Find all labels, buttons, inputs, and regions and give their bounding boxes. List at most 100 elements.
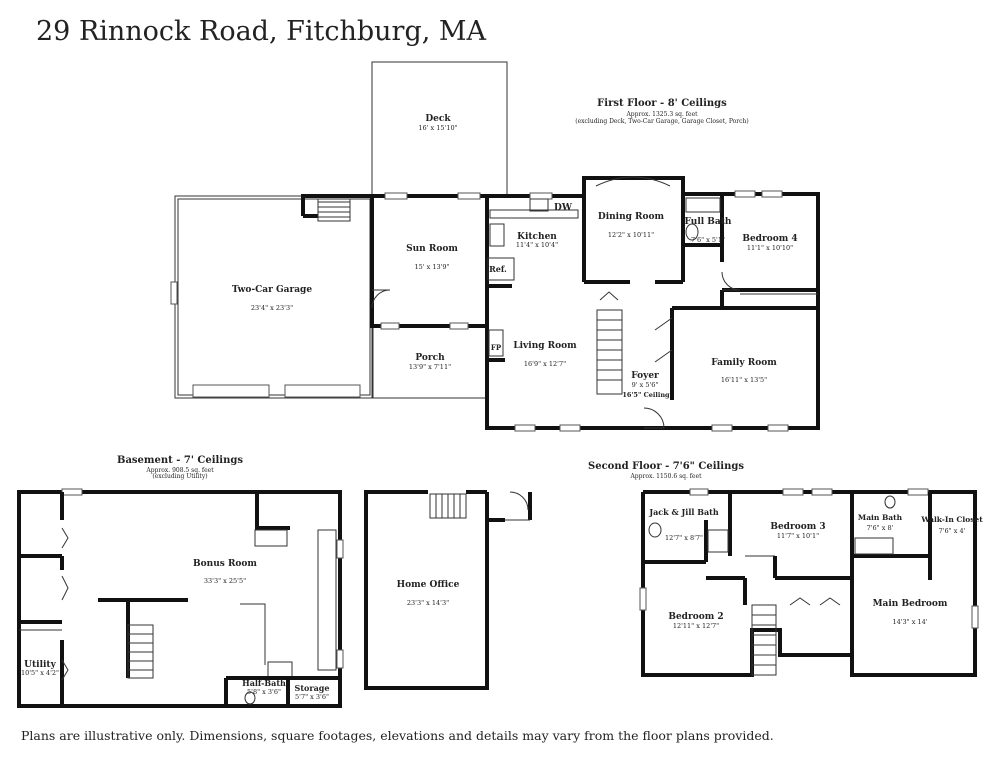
garage-door-right xyxy=(284,384,361,398)
dining-dims: 12'2" x 10'11" xyxy=(608,231,654,239)
fireplace xyxy=(488,329,504,357)
closet-doors xyxy=(789,597,841,606)
counter-right xyxy=(317,529,337,671)
foyer-name: Foyer xyxy=(631,371,659,381)
jack-jill-name: Jack & Jill Bath xyxy=(648,507,719,517)
home-office-walls xyxy=(364,490,505,690)
sf-window-3 xyxy=(811,488,833,496)
foyer-dims: 9' x 5'6" xyxy=(632,381,659,389)
bedroom4-name: Bedroom 4 xyxy=(742,234,797,244)
bonus-name: Bonus Room xyxy=(193,559,257,569)
garage-stairs xyxy=(317,198,351,222)
fp-label: FP xyxy=(491,343,502,352)
garage-inner-outline xyxy=(177,198,371,396)
deck-dims: 16' x 15'10" xyxy=(418,124,457,132)
basement-window-2 xyxy=(336,539,344,559)
first-floor-excluding: (excluding Deck, Two-Car Garage, Garage … xyxy=(575,118,748,125)
sf-window-5 xyxy=(639,587,647,611)
half-bath-name: Half-Bath xyxy=(242,678,286,688)
dining-bay-arc xyxy=(595,176,671,187)
garage-name: Two-Car Garage xyxy=(232,285,312,295)
walk-in-name: Walk-In Closet xyxy=(920,515,983,524)
first-floor-plan: First Floor - 8' Ceilings Approx. 1325.3… xyxy=(170,61,820,432)
garage-door-left xyxy=(192,384,270,398)
basement-stairs xyxy=(127,624,154,679)
sun-room-door xyxy=(371,289,391,309)
main-window-5 xyxy=(559,424,581,432)
sf-window-1 xyxy=(689,488,709,496)
toilet xyxy=(685,223,699,241)
walk-in-dims: 7'6" x 4' xyxy=(939,527,966,535)
sun-room-name: Sun Room xyxy=(406,244,458,254)
main-window-3 xyxy=(761,190,783,198)
stove xyxy=(489,223,505,247)
tub xyxy=(685,197,721,213)
storage-name: Storage xyxy=(295,683,330,693)
main-bath-dims: 7'6" x 8' xyxy=(867,524,894,532)
sun-room-window-1 xyxy=(384,192,408,200)
home-office-dims: 23'3" x 14'3" xyxy=(407,599,449,607)
bedroom2-name: Bedroom 2 xyxy=(668,612,723,622)
living-name: Living Room xyxy=(513,341,577,351)
porch-name: Porch xyxy=(415,353,445,363)
main-window-6 xyxy=(711,424,733,432)
family-room-door xyxy=(654,317,673,363)
dw-label: DW xyxy=(554,203,573,213)
basement-approx: Approx. 908.5 sq. feet xyxy=(145,467,214,474)
second-floor-heading: Second Floor - 7'6" Ceilings xyxy=(588,461,744,472)
sun-room-window-4 xyxy=(449,322,469,330)
second-floor-approx: Approx. 1150.6 sq. feet xyxy=(629,473,702,480)
kitchen-sink xyxy=(529,198,549,212)
home-office-door xyxy=(505,491,530,521)
foyer-ceiling-note: 16'5" Ceiling xyxy=(622,391,670,399)
storage-dims: 5'7" x 3'6" xyxy=(295,693,329,701)
home-office-name: Home Office xyxy=(397,580,460,590)
front-door xyxy=(643,407,665,429)
full-bath-name: Full Bath xyxy=(685,217,732,227)
bonus-dims: 33'3" x 25'5" xyxy=(204,577,246,585)
garage-dims: 23'4" x 23'3" xyxy=(251,304,293,312)
sun-room-dims: 15' x 13'9" xyxy=(414,263,449,271)
kitchen-name: Kitchen xyxy=(517,232,557,242)
living-dims: 16'9" x 12'7" xyxy=(524,360,566,368)
sf-window-6 xyxy=(971,605,979,629)
main-window-2 xyxy=(734,190,756,198)
main-window-4 xyxy=(514,424,536,432)
bedroom4-door xyxy=(721,271,741,291)
family-name: Family Room xyxy=(711,358,777,368)
porch-dims: 13'9" x 7'11" xyxy=(409,363,451,371)
utility-dims: 10'5" x 4'2" xyxy=(21,669,59,677)
sf-window-4 xyxy=(907,488,929,496)
basement-toilet xyxy=(244,691,256,705)
main-window-7 xyxy=(767,424,789,432)
main-stairs xyxy=(596,291,623,395)
garage-closet-wall xyxy=(301,194,372,216)
jack-jill-dims: 12'7" x 8'7" xyxy=(665,534,703,542)
jj-tub xyxy=(707,529,729,553)
kitchen-counter xyxy=(489,209,579,219)
closet-door-3 xyxy=(61,659,69,681)
basement-plan: Basement - 7' Ceilings Approx. 908.5 sq.… xyxy=(17,455,532,708)
sun-room-walls xyxy=(370,194,489,328)
dining-name: Dining Room xyxy=(598,212,665,222)
second-floor-plan: Second Floor - 7'6" Ceilings Approx. 115… xyxy=(588,461,983,677)
bedroom3-dims: 11'7" x 10'1" xyxy=(777,532,819,540)
bedroom2-dims: 12'11" x 12'7" xyxy=(673,622,719,630)
jj-toilet xyxy=(648,522,662,538)
main-bedroom-name: Main Bedroom xyxy=(873,599,948,609)
bar-counter xyxy=(254,529,288,547)
basement-stove xyxy=(267,661,293,679)
basement-window-3 xyxy=(336,649,344,669)
full-bath-dims: 7'6" x 5'1" xyxy=(691,236,725,244)
sun-room-window-2 xyxy=(457,192,481,200)
fridge xyxy=(487,257,515,281)
home-office-stairs xyxy=(429,493,467,519)
sf-window-2 xyxy=(782,488,804,496)
page-title: 29 Rinnock Road, Fitchburg, MA xyxy=(36,16,487,47)
basement-window-1 xyxy=(61,488,83,496)
main-bath-tub xyxy=(854,537,894,555)
ref-label: Ref. xyxy=(489,264,507,274)
main-bath-name: Main Bath xyxy=(858,513,903,522)
garage-outline xyxy=(174,195,374,399)
